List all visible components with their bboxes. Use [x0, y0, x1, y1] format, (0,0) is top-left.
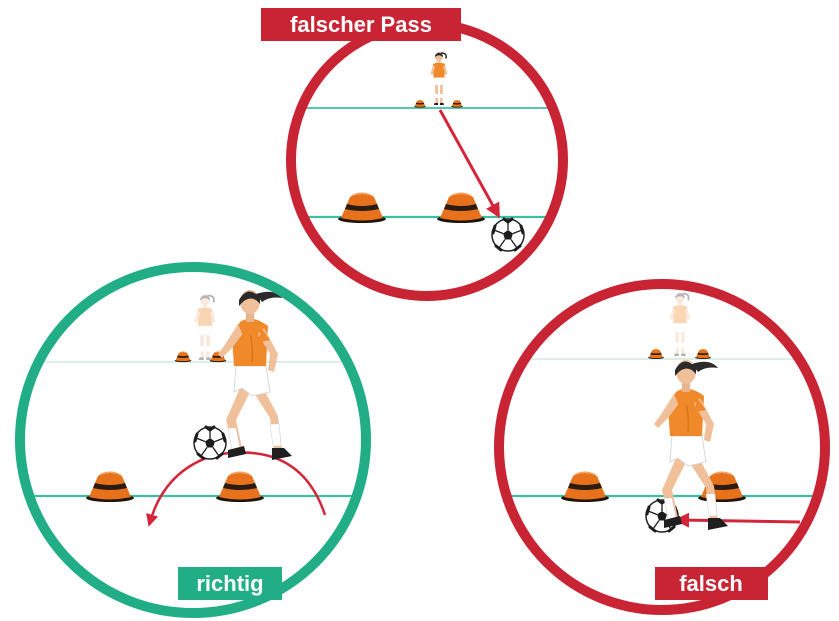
scene-richtig: richtig [15, 262, 371, 618]
ball-icon [490, 217, 526, 253]
scene-ring-wrong [494, 279, 830, 615]
label-badge [655, 567, 768, 600]
cone-icon [86, 471, 134, 502]
label-badge [261, 8, 461, 41]
cone-icon [648, 348, 664, 359]
scene-falscher-pass: falscher Pass [261, 8, 568, 301]
label-badge [178, 567, 282, 600]
scene-label: falscher Pass [290, 12, 432, 37]
cone-icon [216, 471, 264, 502]
cone-icon [561, 471, 609, 502]
player-icon [193, 293, 217, 361]
scene-label: falsch [679, 571, 743, 596]
scene-falsch: falsch [494, 279, 830, 615]
cone-icon [695, 348, 711, 359]
ball-icon [192, 425, 228, 461]
player-icon [653, 359, 729, 531]
arrow-icon [438, 109, 500, 219]
player-icon [217, 289, 293, 461]
cone-icon [174, 351, 192, 363]
scene-label: richtig [196, 571, 263, 596]
scene-ring-correct [15, 262, 371, 618]
player-icon [668, 291, 692, 357]
arrow-icon [674, 512, 801, 528]
